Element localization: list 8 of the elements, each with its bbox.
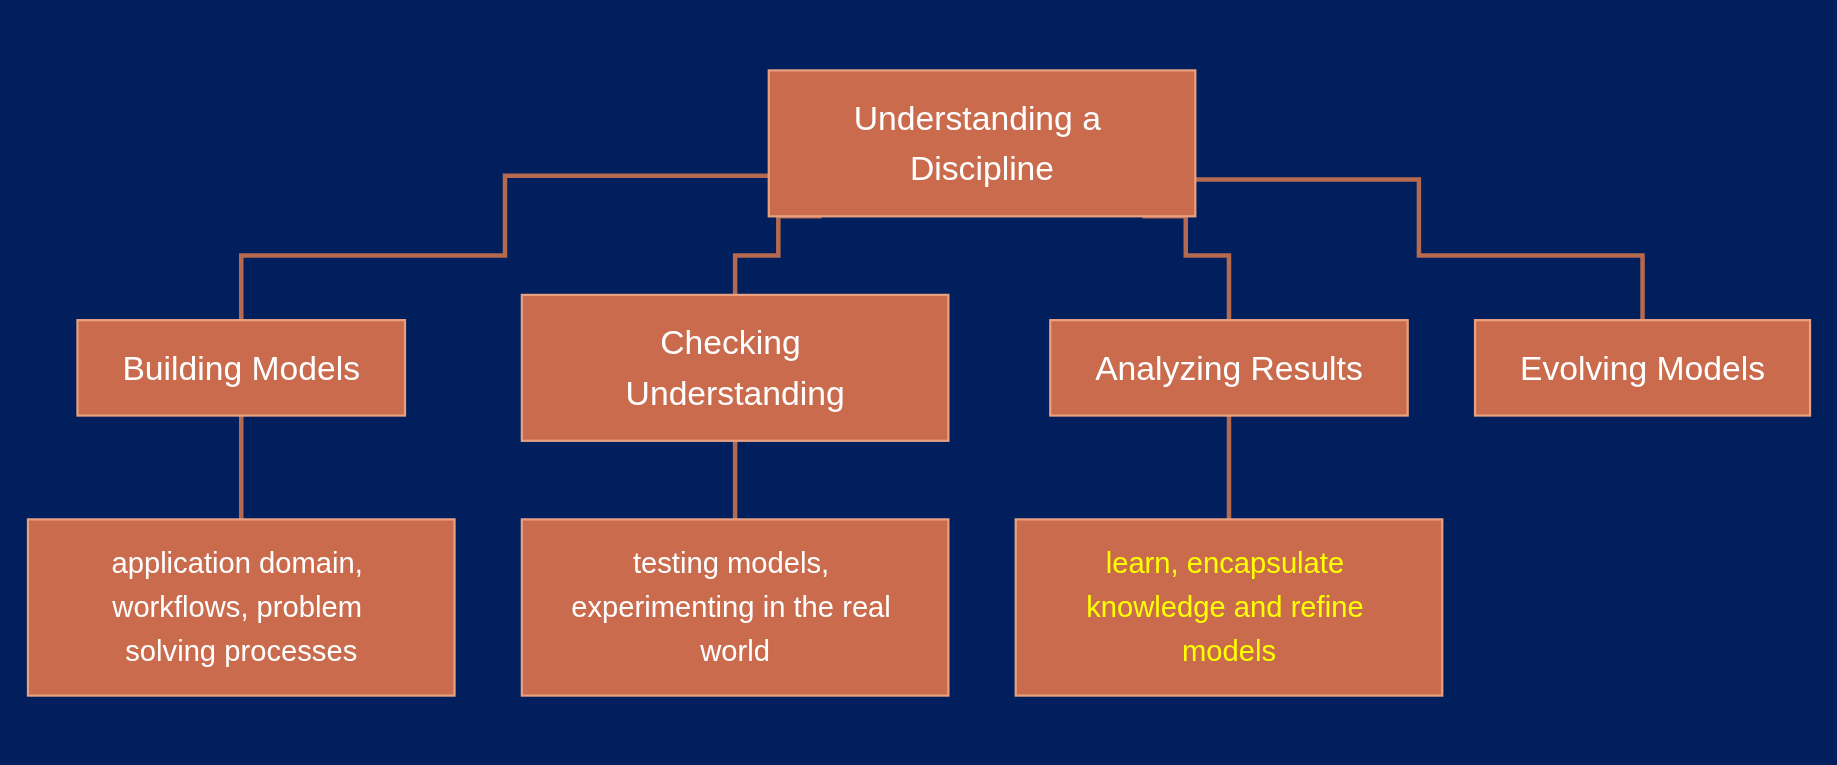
- node-box: Checking Understanding: [520, 293, 949, 442]
- node-box: Understanding a Discipline: [767, 68, 1196, 217]
- node-box: Analyzing Results: [1048, 318, 1409, 417]
- node-box: Building Models: [75, 318, 406, 417]
- node-box: application domain, workflows, problem solving processes: [26, 517, 456, 697]
- node-box: learn, encapsulate knowledge and refine models: [1014, 517, 1443, 697]
- node-box: testing models, experimenting in the real world: [520, 517, 949, 697]
- node-box: Evolving Models: [1473, 318, 1811, 417]
